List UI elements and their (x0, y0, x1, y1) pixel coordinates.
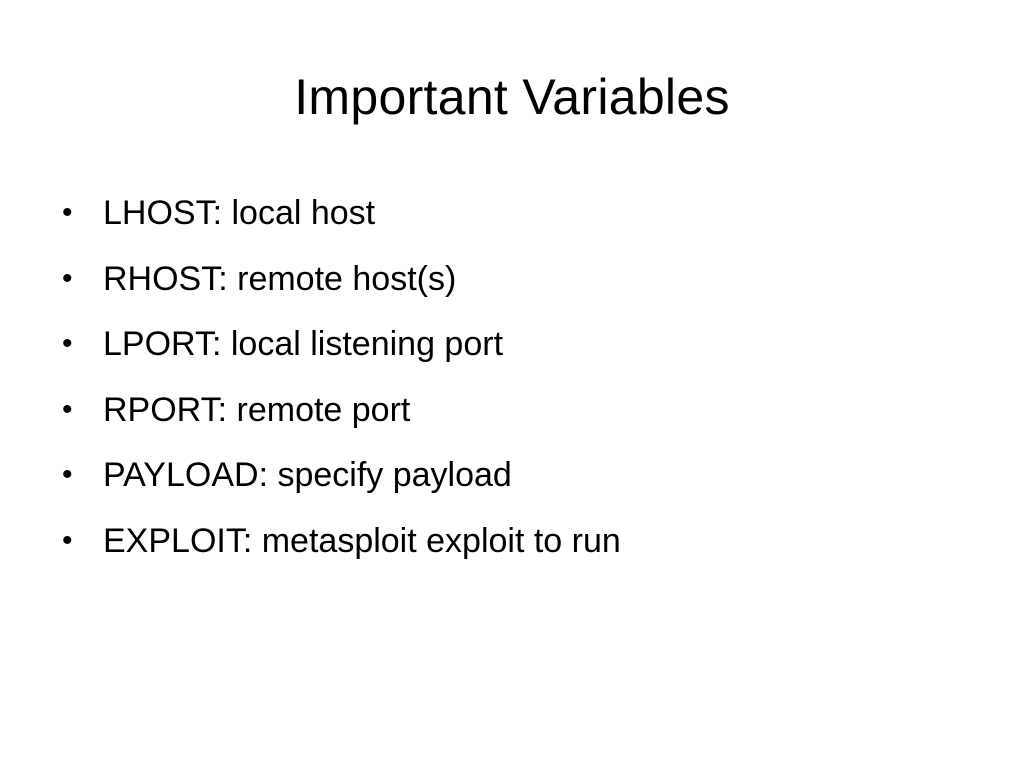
slide-title: Important Variables (294, 69, 730, 125)
bullet-list: • LHOST: local host • RHOST: remote host… (60, 190, 621, 584)
list-item: • RPORT: remote port (60, 387, 621, 453)
list-item: • LPORT: local listening port (60, 321, 621, 387)
list-item: • LHOST: local host (60, 190, 621, 256)
bullet-text: LPORT: local listening port (103, 325, 504, 364)
list-item: • EXPLOIT: metasploit exploit to run (60, 518, 621, 584)
bullet-text: RHOST: remote host(s) (103, 259, 457, 298)
bullet-text: EXPLOIT: metasploit exploit to run (103, 521, 621, 560)
list-item: • PAYLOAD: specify payload (60, 452, 621, 518)
bullet-icon: • (62, 261, 73, 295)
bullet-icon: • (62, 196, 73, 229)
bullet-text: RPORT: remote port (103, 390, 411, 429)
bullet-icon: • (62, 458, 73, 492)
bullet-text: PAYLOAD: specify payload (103, 456, 512, 495)
bullet-icon: • (62, 392, 73, 426)
bullet-text: LHOST: local host (103, 194, 376, 232)
bullet-icon: • (62, 523, 73, 557)
list-item: • RHOST: remote host(s) (60, 256, 621, 322)
bullet-icon: • (62, 327, 73, 361)
